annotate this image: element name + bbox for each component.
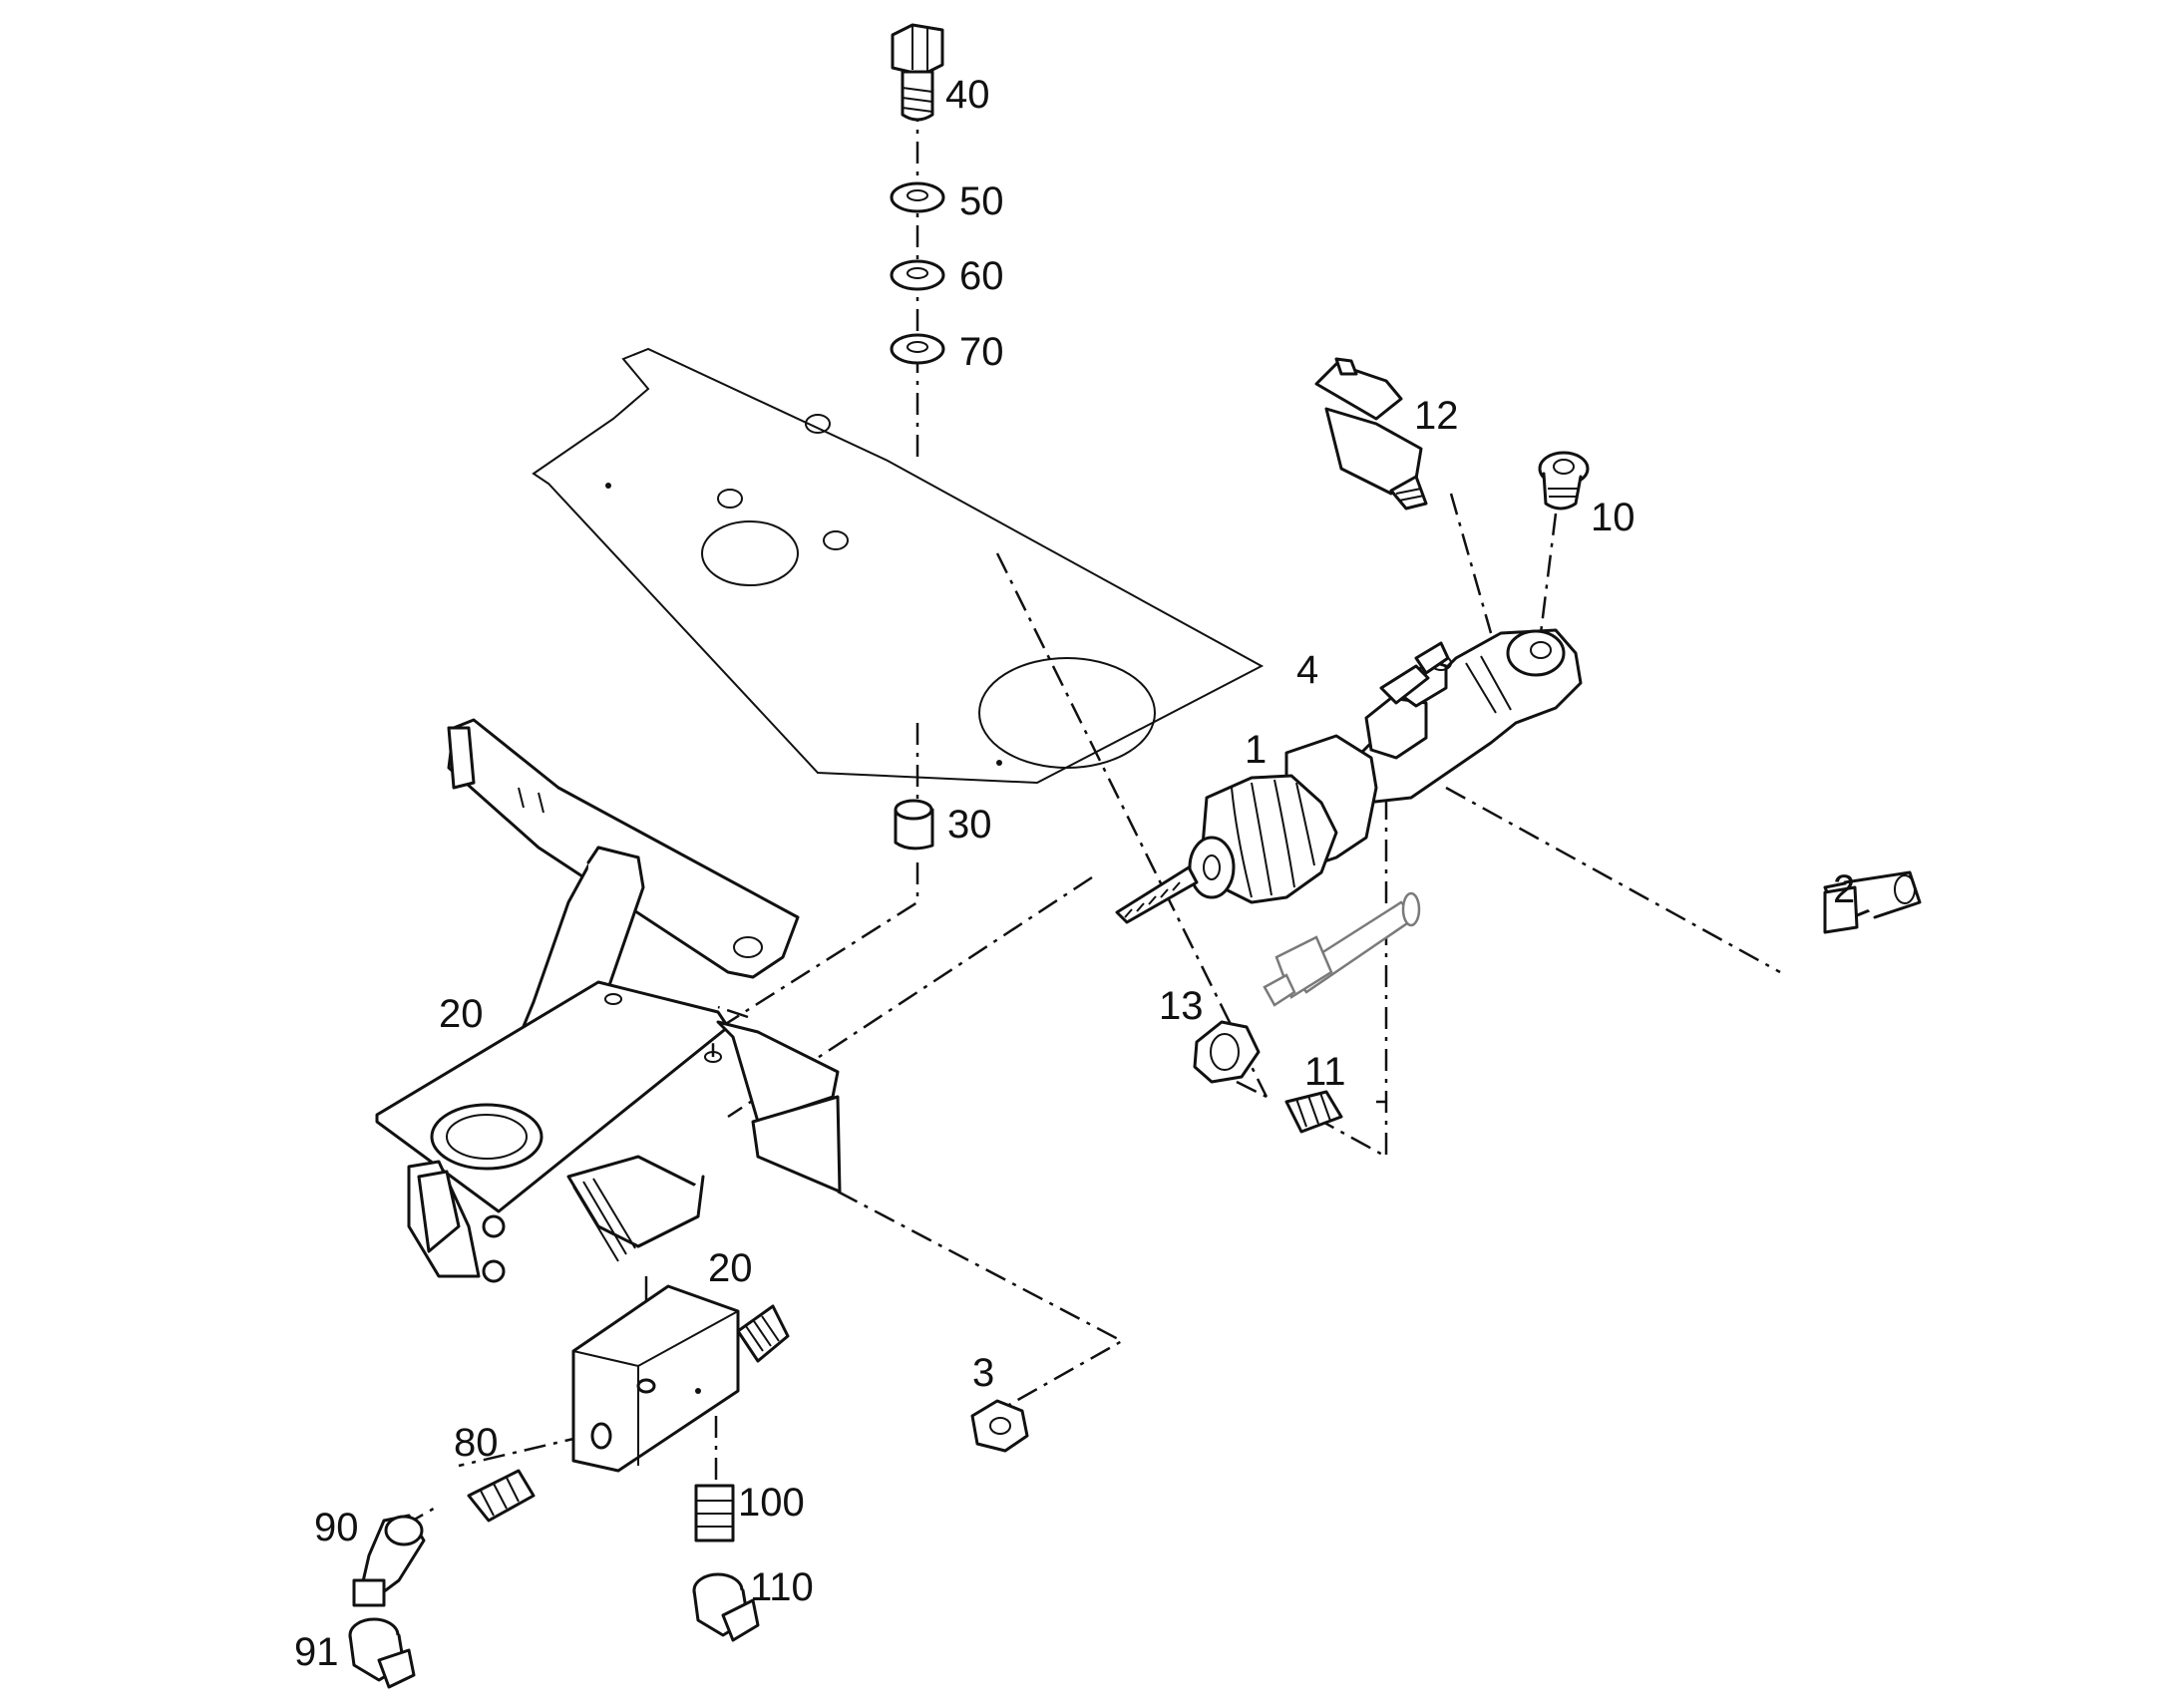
callout-4: 4: [1296, 648, 1318, 692]
valve-block-20: [571, 1284, 790, 1473]
callout-10: 10: [1591, 496, 1635, 539]
callout-50: 50: [959, 179, 1004, 223]
callout-13: 13: [1159, 984, 1204, 1028]
leader-lines: [403, 100, 1781, 1528]
washer-60: [890, 259, 945, 291]
callout-40: 40: [945, 73, 990, 117]
fitting-100: [694, 1484, 735, 1542]
callout-3: 3: [972, 1351, 994, 1395]
pressure-switch-12: [1314, 357, 1428, 511]
fitting-11: [1284, 1090, 1343, 1134]
pedal-assembly: [375, 718, 842, 1283]
elbow-91: [348, 1617, 416, 1689]
hose-ghost: [1263, 891, 1421, 1007]
callout-11: 11: [1304, 1050, 1346, 1094]
callout-100: 100: [738, 1481, 805, 1525]
bolt-2: [1823, 870, 1922, 934]
bolt-40: [891, 23, 944, 122]
callout-20-valve: 20: [708, 1246, 753, 1290]
elbow-110: [692, 1572, 760, 1642]
fitting-80: [467, 1469, 536, 1523]
callout-20-pedal: 20: [439, 992, 484, 1036]
bleed-nipple-4: [1379, 641, 1450, 705]
plug-10: [1538, 451, 1590, 511]
callout-91: 91: [294, 1630, 339, 1674]
callout-70: 70: [959, 330, 1004, 374]
elbow-90: [352, 1514, 426, 1607]
nut-3: [970, 1399, 1029, 1453]
callout-80: 80: [454, 1421, 499, 1465]
spacer-30: [894, 799, 934, 851]
callout-1: 1: [1245, 728, 1267, 772]
callout-labels: 40 50 60 70 12 10 4 1 30 2 20 13 11 20 3…: [294, 73, 1855, 1674]
master-cylinder-1: [1115, 628, 1583, 924]
callout-2: 2: [1833, 867, 1855, 911]
callout-30: 30: [947, 803, 992, 847]
nut-13: [1193, 1020, 1261, 1084]
callout-12: 12: [1414, 394, 1459, 438]
callout-110: 110: [750, 1565, 814, 1609]
washer-70: [890, 333, 945, 365]
callout-90: 90: [314, 1506, 359, 1549]
callout-60: 60: [959, 254, 1004, 298]
floor-plate: [532, 347, 1265, 785]
washer-50: [890, 181, 945, 213]
